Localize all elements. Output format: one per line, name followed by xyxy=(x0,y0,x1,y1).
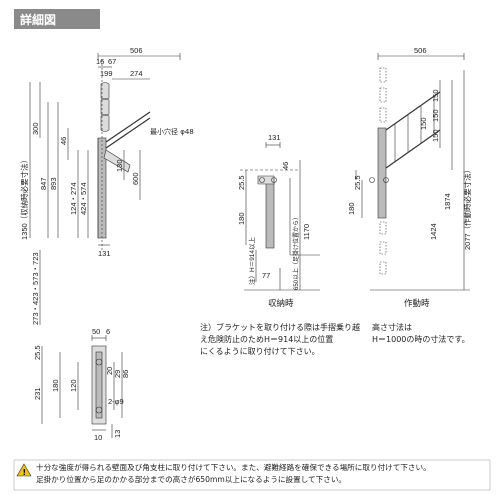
dim-stored-180: 180 xyxy=(237,212,246,225)
dim-br-120: 120 xyxy=(69,379,78,392)
dim-main-847: 847 xyxy=(39,177,48,190)
dim-main-131: 131 xyxy=(98,249,111,258)
dim-work-150c: 150 xyxy=(431,129,440,142)
bracket-note: 注）ブラケットを取り付ける際は手摺乗り越 え危険防止のためH＝914以上の位置 … xyxy=(200,322,360,358)
dim-main-130: 130 xyxy=(115,159,124,172)
dim-stored-650: 650以上（足掛け位置から） xyxy=(292,214,300,290)
dim-br-25: 25.5 xyxy=(33,345,42,360)
dim-work-506: 506 xyxy=(414,46,427,55)
bracket-note-line: え危険防止のためH＝914以上の位置 xyxy=(200,335,334,344)
svg-text:!: ! xyxy=(23,468,27,477)
warning-triangle-icon: ! xyxy=(16,463,32,477)
dim-work-2077: 2077（作動時必要寸法） xyxy=(462,166,472,250)
height-note: 高さ寸法は H＝1000の時の寸法です。 xyxy=(372,322,492,346)
stored-caption: 収納時 xyxy=(268,298,294,309)
dim-stored-1170: 1170 xyxy=(302,224,311,240)
dim-stored-25: 25.5 xyxy=(237,175,246,190)
main-side-view xyxy=(29,53,181,325)
dim-br-231: 231 xyxy=(33,387,42,400)
dim-main-67: 67 xyxy=(108,57,116,66)
dim-stored-914: 注）H＝914以上 xyxy=(247,236,256,285)
height-note-line: 高さ寸法は xyxy=(372,323,412,332)
dim-br-13: 13 xyxy=(113,430,122,438)
dim-main-273: 273・423・573・723 xyxy=(31,252,40,325)
dim-br-50: 50 xyxy=(92,327,100,336)
dim-br-86: 86 xyxy=(121,370,130,378)
dim-main-199: 199 xyxy=(100,69,113,78)
working-view xyxy=(355,53,470,291)
dim-main-274: 274 xyxy=(130,69,143,78)
dim-br-6: 6 xyxy=(106,327,110,336)
dim-br-180: 180 xyxy=(51,379,60,392)
height-note-line: H＝1000の時の寸法です。 xyxy=(372,335,470,344)
warning-text: 十分な強度が得られる壁面及び角支柱に取り付けて下さい。また、避難経路を確保できる… xyxy=(16,462,486,486)
dim-br-20: 20 xyxy=(105,367,114,375)
dim-work-25: 25.5 xyxy=(353,175,362,190)
dim-main-300: 300 xyxy=(31,122,40,135)
dim-stored-46: 46 xyxy=(281,162,290,170)
stored-view xyxy=(240,142,320,291)
section-title: 詳細図 xyxy=(14,9,100,29)
dim-main-16: 16 xyxy=(96,57,104,66)
dim-work-150b: 150 xyxy=(431,109,440,122)
warning-line: 足掛かり位置から足のかかる部分までの高さが650mm以上になるように設置して下さ… xyxy=(36,475,347,484)
dim-br-29: 29 xyxy=(113,370,122,378)
dim-br-10: 10 xyxy=(94,433,102,442)
min-hole-label: 最小穴径 φ48 xyxy=(150,127,194,136)
bracket-detail xyxy=(41,335,123,438)
dim-main-46: 46 xyxy=(59,137,68,145)
bracket-note-line: 注）ブラケットを取り付ける際は手摺乗り越 xyxy=(200,323,360,332)
bracket-note-line: にくるように取り付けて下さい。 xyxy=(200,347,320,356)
dim-main-506: 506 xyxy=(130,46,143,55)
dim-main-600: 600 xyxy=(131,172,140,185)
dim-work-1424: 1424 xyxy=(429,223,438,240)
working-caption: 作動時 xyxy=(404,298,430,309)
dim-work-150a: 150 xyxy=(431,89,440,102)
dim-work-150d: 150 xyxy=(419,117,428,130)
dim-work-1874: 1874 xyxy=(443,193,452,210)
dim-work-180: 180 xyxy=(347,202,356,215)
dim-br-hole: 2-φ9 xyxy=(108,397,124,406)
dim-main-424: 424・574 xyxy=(79,182,88,215)
dim-stored-131: 131 xyxy=(268,133,281,142)
dim-main-893: 893 xyxy=(49,177,58,190)
dim-main-124: 124・274 xyxy=(69,182,78,215)
dim-main-1350: 1350（収納時必要寸法） xyxy=(19,156,29,240)
dim-stored-77: 77 xyxy=(262,271,270,280)
warning-line: 十分な強度が得られる壁面及び角支柱に取り付けて下さい。また、避難経路を確保できる… xyxy=(36,463,431,472)
